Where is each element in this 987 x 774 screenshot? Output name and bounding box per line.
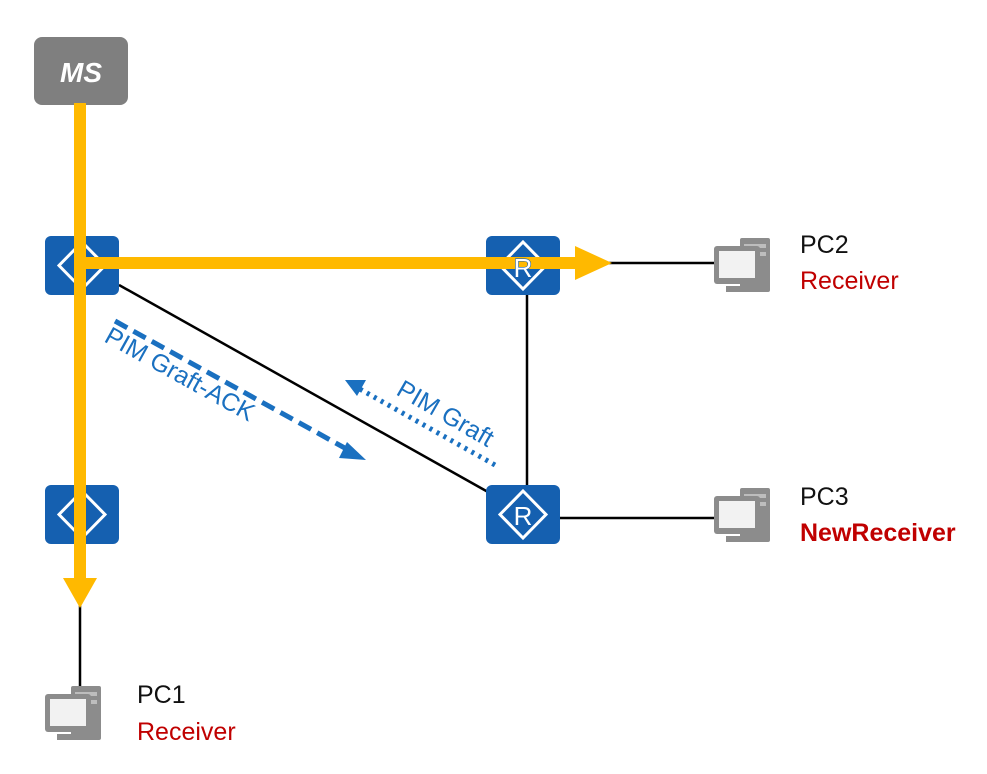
flow-arrowhead-right — [575, 246, 612, 280]
graft-ack-label: PIM Graft-ACK — [100, 322, 260, 427]
router-4-label: R — [514, 501, 533, 531]
flow-arrowhead-down — [63, 578, 97, 608]
pc3-role: NewReceiver — [800, 519, 956, 547]
pc3-name: PC3 — [800, 483, 849, 511]
multicast-flow — [63, 103, 612, 608]
pc3-icon[interactable] — [714, 488, 770, 542]
flow-vertical — [74, 103, 86, 583]
pc2-role: Receiver — [800, 267, 899, 295]
source-label: MS — [60, 57, 102, 88]
link-r1-r4 — [118, 283, 489, 494]
links — [78, 261, 716, 688]
pc1-name: PC1 — [137, 681, 186, 709]
pc1-role: Receiver — [137, 718, 236, 746]
pc2-name: PC2 — [800, 231, 849, 259]
flow-horizontal — [74, 257, 579, 269]
graft-arrow — [345, 380, 497, 468]
pc2-icon[interactable] — [714, 238, 770, 292]
router-4[interactable]: R — [484, 483, 562, 546]
multicast-source[interactable]: MS — [34, 37, 128, 105]
graft-ack-arrow — [113, 318, 366, 460]
router-2-label: R — [514, 253, 533, 283]
pc1-icon[interactable] — [45, 686, 101, 740]
graft-label: PIM Graft — [392, 375, 499, 453]
